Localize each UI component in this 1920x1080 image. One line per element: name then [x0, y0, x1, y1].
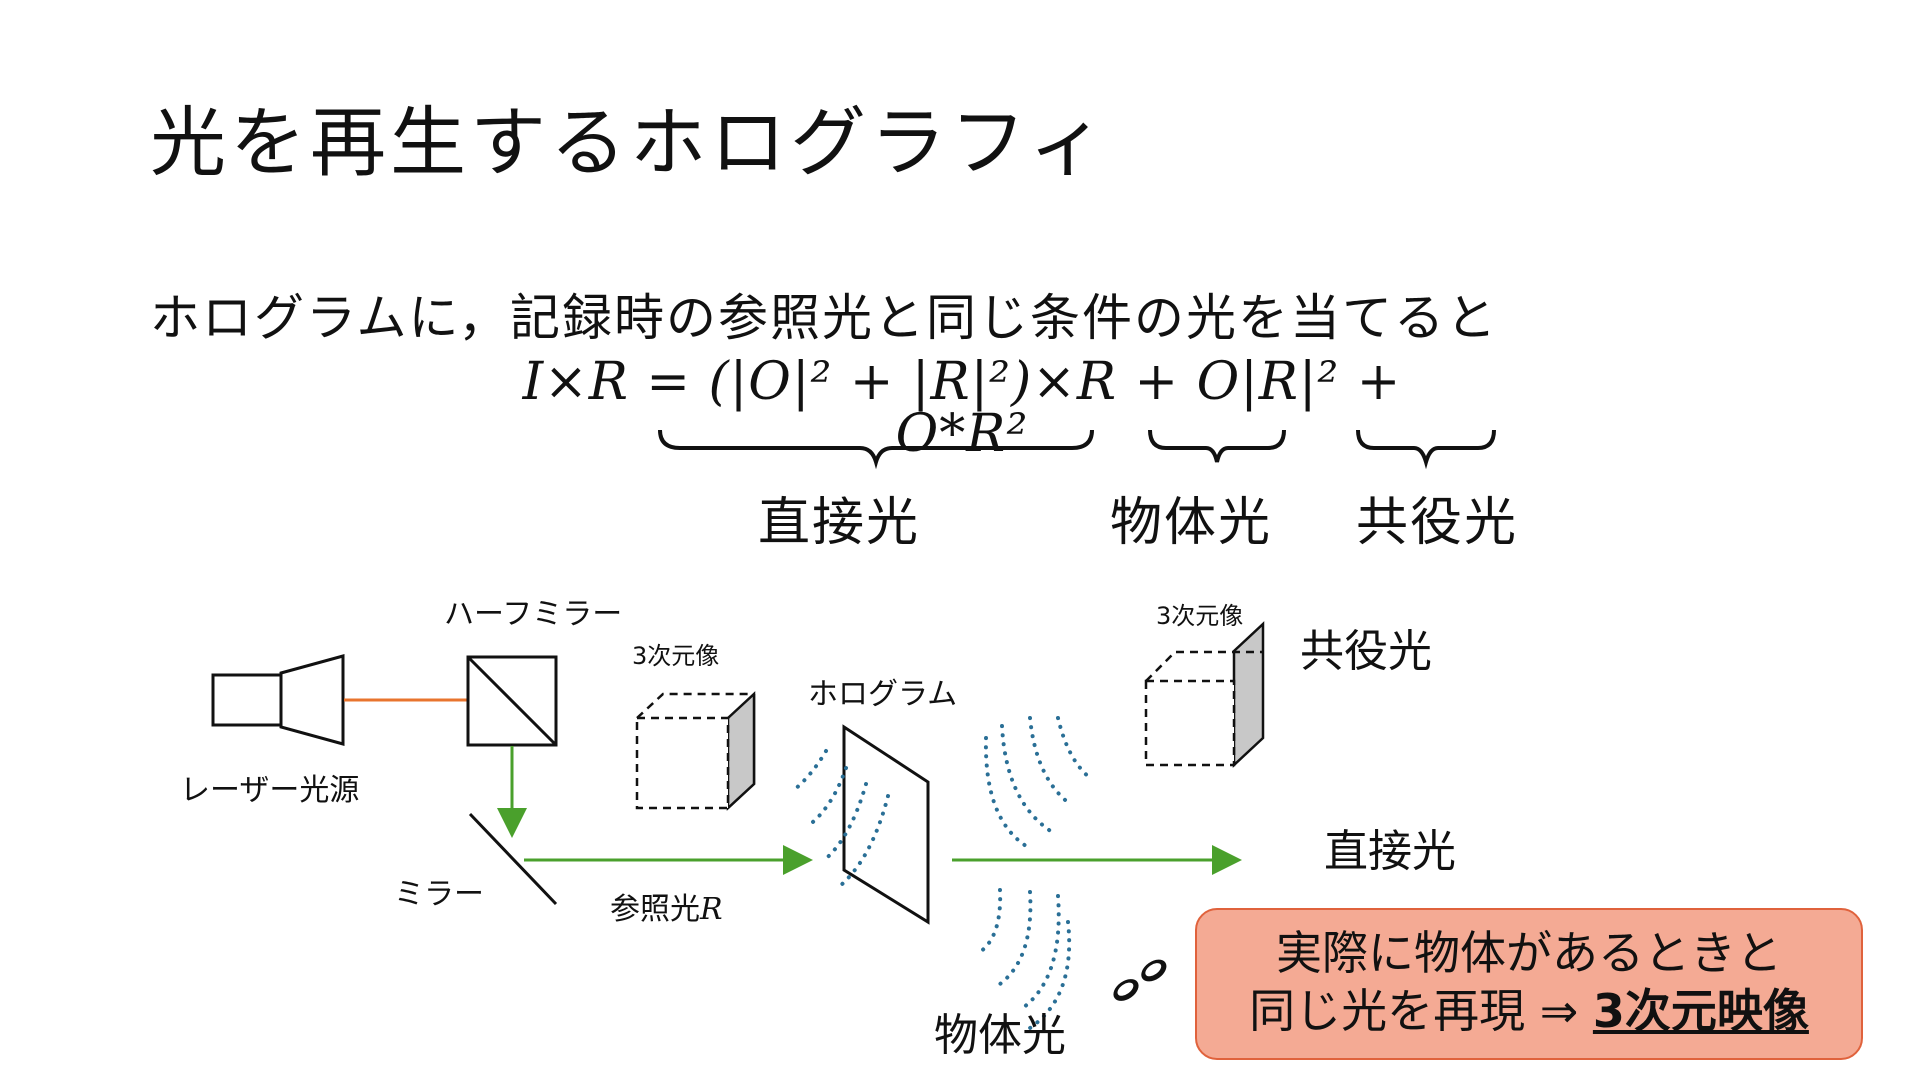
eye-icon — [1113, 959, 1167, 1001]
callout-line2-prefix: 同じ光を再現 ⇒ — [1249, 984, 1593, 1038]
slide-title: 光を再生するホログラフィ — [150, 98, 1109, 187]
callout-box: 実際に物体があるときと 同じ光を再現 ⇒ 3次元映像 — [1195, 908, 1863, 1060]
callout-line1: 実際に物体があるときと — [1276, 926, 1782, 980]
hologram-label: ホログラム — [808, 677, 958, 712]
image-cube-left — [635, 691, 756, 811]
reference-symbol: R — [700, 892, 723, 927]
half-mirror-label: ハーフミラー — [444, 597, 623, 632]
hologram-plate — [842, 724, 930, 925]
brace-conjugate — [1356, 429, 1496, 470]
laser-source — [211, 654, 345, 746]
callout-emphasis: 3次元映像 — [1592, 984, 1809, 1038]
wave-dots-left — [792, 749, 890, 888]
intro-text: ホログラムに，記録時の参照光と同じ条件の光を当てると — [150, 289, 1498, 347]
wave-dots-object — [978, 888, 1072, 1030]
object-label: 物体光 — [934, 1010, 1066, 1061]
brace-label-conjugate: 共役光 — [1356, 493, 1519, 553]
brace-label-object: 物体光 — [1110, 493, 1273, 553]
wave-dots-conjugate — [983, 716, 1092, 848]
laser-label: レーザー光源 — [180, 773, 360, 808]
callout-line2: 同じ光を再現 ⇒ 3次元映像 — [1197, 982, 1861, 1040]
mirror-label: ミラー — [394, 877, 484, 912]
reference-label-text: 参照光 — [610, 892, 700, 927]
brace-label-direct: 直接光 — [758, 493, 921, 553]
conjugate-label: 共役光 — [1300, 626, 1432, 677]
mirror — [468, 812, 558, 906]
brace-object — [1148, 429, 1286, 463]
brace-direct — [658, 429, 1094, 470]
half-mirror — [466, 655, 558, 747]
direct-label: 直接光 — [1324, 826, 1456, 877]
equation: I×R = (|O|² + |R|²)×R + O|R|² + O*R² — [522, 352, 1402, 464]
image-label-left: 3次元像 — [632, 642, 720, 670]
image-label-right: 3次元像 — [1156, 602, 1244, 630]
reference-label: 参照光R — [610, 895, 723, 925]
image-cube-right — [1144, 621, 1265, 768]
